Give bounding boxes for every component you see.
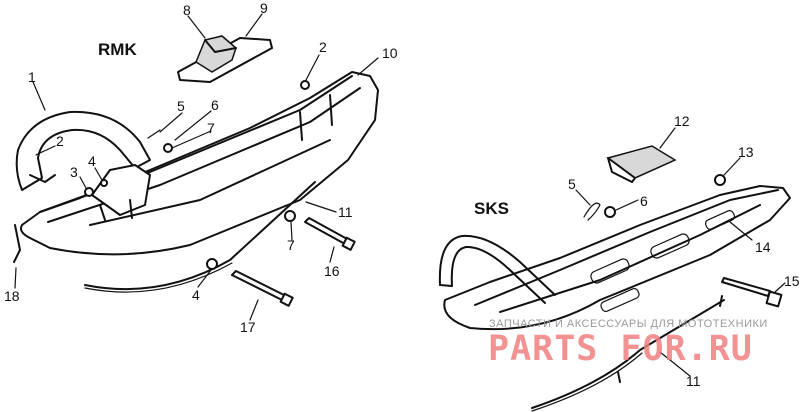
- callout-7b: 7: [287, 237, 295, 253]
- callout-8: 8: [183, 2, 191, 18]
- callout-5-sks: 5: [568, 176, 576, 192]
- callout-13: 13: [738, 144, 754, 160]
- callout-6-rmk: 6: [211, 97, 219, 113]
- nut-icon: [714, 174, 726, 186]
- cotter-pin-icon: [583, 202, 601, 221]
- watermark-subtitle: ЗАПЧАСТИ И АКСЕССУАРЫ ДЛЯ МОТОТЕХНИКИ: [489, 318, 768, 330]
- callout-11-sks: 11: [686, 373, 701, 389]
- callout-16: 16: [324, 263, 340, 279]
- callout-14: 14: [755, 239, 771, 255]
- sks-ski-assembly: [438, 157, 791, 412]
- nut-icon: [300, 80, 310, 90]
- callout-6-sks: 6: [640, 193, 648, 209]
- callout-2a: 2: [56, 133, 64, 149]
- washer-icon: [206, 258, 218, 270]
- nut-icon: [604, 206, 616, 218]
- washer-icon: [284, 210, 296, 222]
- callout-1: 1: [28, 69, 36, 85]
- bolt-15-icon: [721, 277, 771, 297]
- washer-icon: [163, 143, 173, 153]
- callout-2b: 2: [319, 39, 327, 55]
- nut-icon: [84, 187, 94, 197]
- callout-17: 17: [240, 319, 256, 335]
- callout-7a: 7: [207, 120, 215, 136]
- callout-11-rmk: 11: [338, 204, 353, 220]
- section-title-sks: SKS: [474, 199, 509, 218]
- bolt-18-icon: [13, 224, 21, 263]
- section-title-rmk: RMK: [98, 40, 137, 59]
- rmk-ski-assembly: [13, 54, 379, 321]
- cotter-pin-icon: [147, 129, 161, 139]
- callout-9: 9: [260, 0, 268, 16]
- rmk-bracket-assembly: [177, 13, 273, 83]
- bolt-16-icon: [304, 217, 350, 245]
- watermark-logo: PARTS FOR.RU: [488, 329, 753, 369]
- bolt-17-icon: [231, 270, 287, 301]
- callout-4b: 4: [192, 287, 200, 303]
- callout-4a: 4: [88, 153, 96, 169]
- callout-18: 18: [4, 288, 20, 304]
- callout-5-rmk: 5: [177, 98, 185, 114]
- callout-3: 3: [70, 164, 78, 180]
- callout-10: 10: [382, 45, 398, 61]
- callout-15: 15: [784, 273, 800, 289]
- sks-bracket-12: [606, 127, 677, 183]
- washer-icon: [100, 179, 108, 187]
- callout-12: 12: [674, 113, 690, 129]
